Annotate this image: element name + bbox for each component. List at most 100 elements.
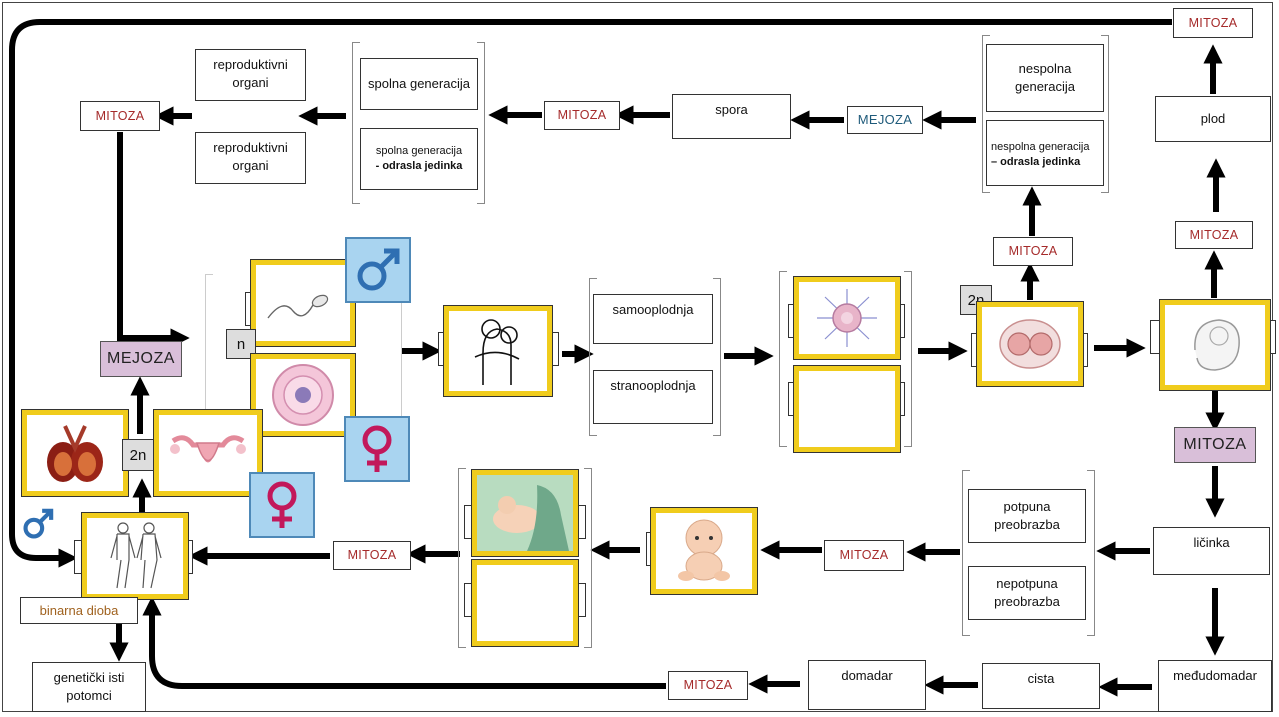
mitoza-label: MITOZA xyxy=(1188,15,1238,30)
parent-child-illustration xyxy=(477,475,573,551)
bracket-right xyxy=(713,278,721,436)
human-adults-illustration xyxy=(110,522,162,589)
nespolna-generacija-box: nespolna generacija xyxy=(986,44,1104,112)
mitoza-box-nespolna: MITOZA xyxy=(993,237,1073,266)
diploid-marker-left: 2n xyxy=(122,439,154,471)
mitoza-box-bottom: MITOZA xyxy=(824,540,904,571)
stranooplodnja-box: stranooplodnja xyxy=(593,370,713,424)
spolna-generacija-label: spolna generacija xyxy=(368,76,470,92)
female-symbol-icon xyxy=(249,472,315,538)
arrow-mitoza-adults-bottom xyxy=(142,596,666,689)
spolna-odrasla-line1: spolna generacija xyxy=(375,145,463,158)
samooplodnja-box: samooplodnja xyxy=(593,294,713,344)
bracket-right xyxy=(1087,470,1095,636)
medjudomadar-label: međudomadar xyxy=(1173,668,1257,683)
mitoza-box-top-left: MITOZA xyxy=(80,101,160,131)
spora-box: spora xyxy=(672,94,791,139)
two-cell-embryo-illustration xyxy=(999,319,1061,369)
mejoza-box-top: MEJOZA xyxy=(847,106,923,134)
mitoza-box-top-right: MITOZA xyxy=(1173,8,1253,38)
male-symbol-icon xyxy=(345,237,411,303)
potpuna-preobrazba-label: potpuna preobrazba xyxy=(994,499,1060,532)
mejoza-box-main: MEJOZA xyxy=(100,341,182,377)
sperm-image-card xyxy=(251,260,355,346)
nespolna-generacija-odrasla-box: nespolna generacija – odrasla jedinka xyxy=(986,120,1104,186)
mitoza-box-right: MITOZA xyxy=(1175,221,1253,249)
haploid-label: n xyxy=(236,335,246,353)
testes-image-card xyxy=(22,410,128,496)
card-tab xyxy=(1150,320,1160,354)
female-symbol-icon xyxy=(344,416,410,482)
zygote-image-card xyxy=(794,277,900,359)
bracket-left xyxy=(458,468,466,648)
bracket-left xyxy=(205,274,213,424)
two-cell-image-card xyxy=(977,302,1083,386)
mitoza-label: MITOZA xyxy=(1183,436,1247,454)
mitoza-label: MITOZA xyxy=(347,548,397,563)
uterus-illustration xyxy=(170,435,246,463)
mitoza-label: MITOZA xyxy=(557,108,607,123)
male-symbol-icon xyxy=(18,505,58,543)
spolna-generacija-odrasla-box: spolna generacija - odrasla jedinka xyxy=(360,128,478,190)
empty-image-card xyxy=(472,560,578,646)
reproduktivni-organi-box-2: reproduktivni organi xyxy=(195,132,306,184)
reproduktivni-organi-box-1: reproduktivni organi xyxy=(195,49,306,101)
spolna-odrasla-line2: - odrasla jedinka xyxy=(375,160,463,172)
mitoza-box-bottom-row: MITOZA xyxy=(668,671,748,700)
bracket-left xyxy=(982,35,990,193)
spora-label: spora xyxy=(715,102,748,117)
cista-label: cista xyxy=(1027,671,1055,686)
domadar-label: domadar xyxy=(841,668,893,683)
medjudomadar-box: međudomadar xyxy=(1158,660,1272,712)
mitoza-box-bottom-left: MITOZA xyxy=(333,541,411,570)
mitoza-box-embryo: MITOZA xyxy=(1174,427,1256,463)
mitoza-label: MITOZA xyxy=(95,108,145,123)
egg-image-card xyxy=(251,354,355,436)
mitoza-label: MITOZA xyxy=(1008,244,1058,259)
baby-image-card xyxy=(651,508,757,594)
empty-image-card xyxy=(794,366,900,452)
spolna-generacija-box: spolna generacija xyxy=(360,58,478,110)
mitoza-box-top: MITOZA xyxy=(544,101,620,130)
domadar-box: domadar xyxy=(808,660,926,710)
fertilized-egg-illustration xyxy=(817,289,877,347)
embryo-image-card xyxy=(1160,300,1270,390)
mitoza-label: MITOZA xyxy=(839,548,889,563)
bracket-right xyxy=(477,42,485,204)
licinka-label: ličinka xyxy=(1193,535,1230,550)
baby-illustration xyxy=(678,519,730,581)
plod-label: plod xyxy=(1200,111,1226,127)
diploid-label: 2n xyxy=(129,446,147,464)
mitoza-label: MITOZA xyxy=(683,678,733,693)
childcare-image-card xyxy=(472,470,578,556)
geneticki-isti-potomci-box: genetički isti potomci xyxy=(32,662,146,712)
binarna-dioba-box: binarna dioba xyxy=(20,597,138,624)
arrow-outer-loop xyxy=(9,19,1172,568)
fertilization-image-card xyxy=(444,306,552,396)
egg-cell-illustration xyxy=(272,364,334,426)
samooplodnja-label: samooplodnja xyxy=(612,302,694,317)
mitoza-label: MITOZA xyxy=(1189,227,1239,242)
potpuna-preobrazba-box: potpuna preobrazba xyxy=(968,489,1086,543)
licinka-box: ličinka xyxy=(1153,527,1270,575)
stranooplodnja-label: stranooplodnja xyxy=(610,378,696,393)
nespolna-odrasla-line2: – odrasla jedinka xyxy=(991,156,1081,168)
sperm-illustration xyxy=(267,294,329,319)
bracket-left xyxy=(589,278,597,436)
nespolna-odrasla-line1: nespolna generacija xyxy=(991,141,1090,154)
geneticki-isti-potomci-label: genetički isti potomci xyxy=(53,670,125,703)
nepotpuna-preobrazba-box: nepotpuna preobrazba xyxy=(968,566,1086,620)
bracket-left xyxy=(962,470,970,636)
bracket-right xyxy=(904,271,912,447)
embryo-illustration xyxy=(1194,319,1240,371)
bracket-right xyxy=(584,468,592,648)
reproduktivni-organi-label: reproduktivni organi xyxy=(213,140,288,173)
adults-image-card xyxy=(82,513,188,599)
bracket-left xyxy=(779,271,787,447)
cista-box: cista xyxy=(982,663,1100,709)
mejoza-label: MEJOZA xyxy=(107,350,175,368)
plod-box: plod xyxy=(1155,96,1271,142)
